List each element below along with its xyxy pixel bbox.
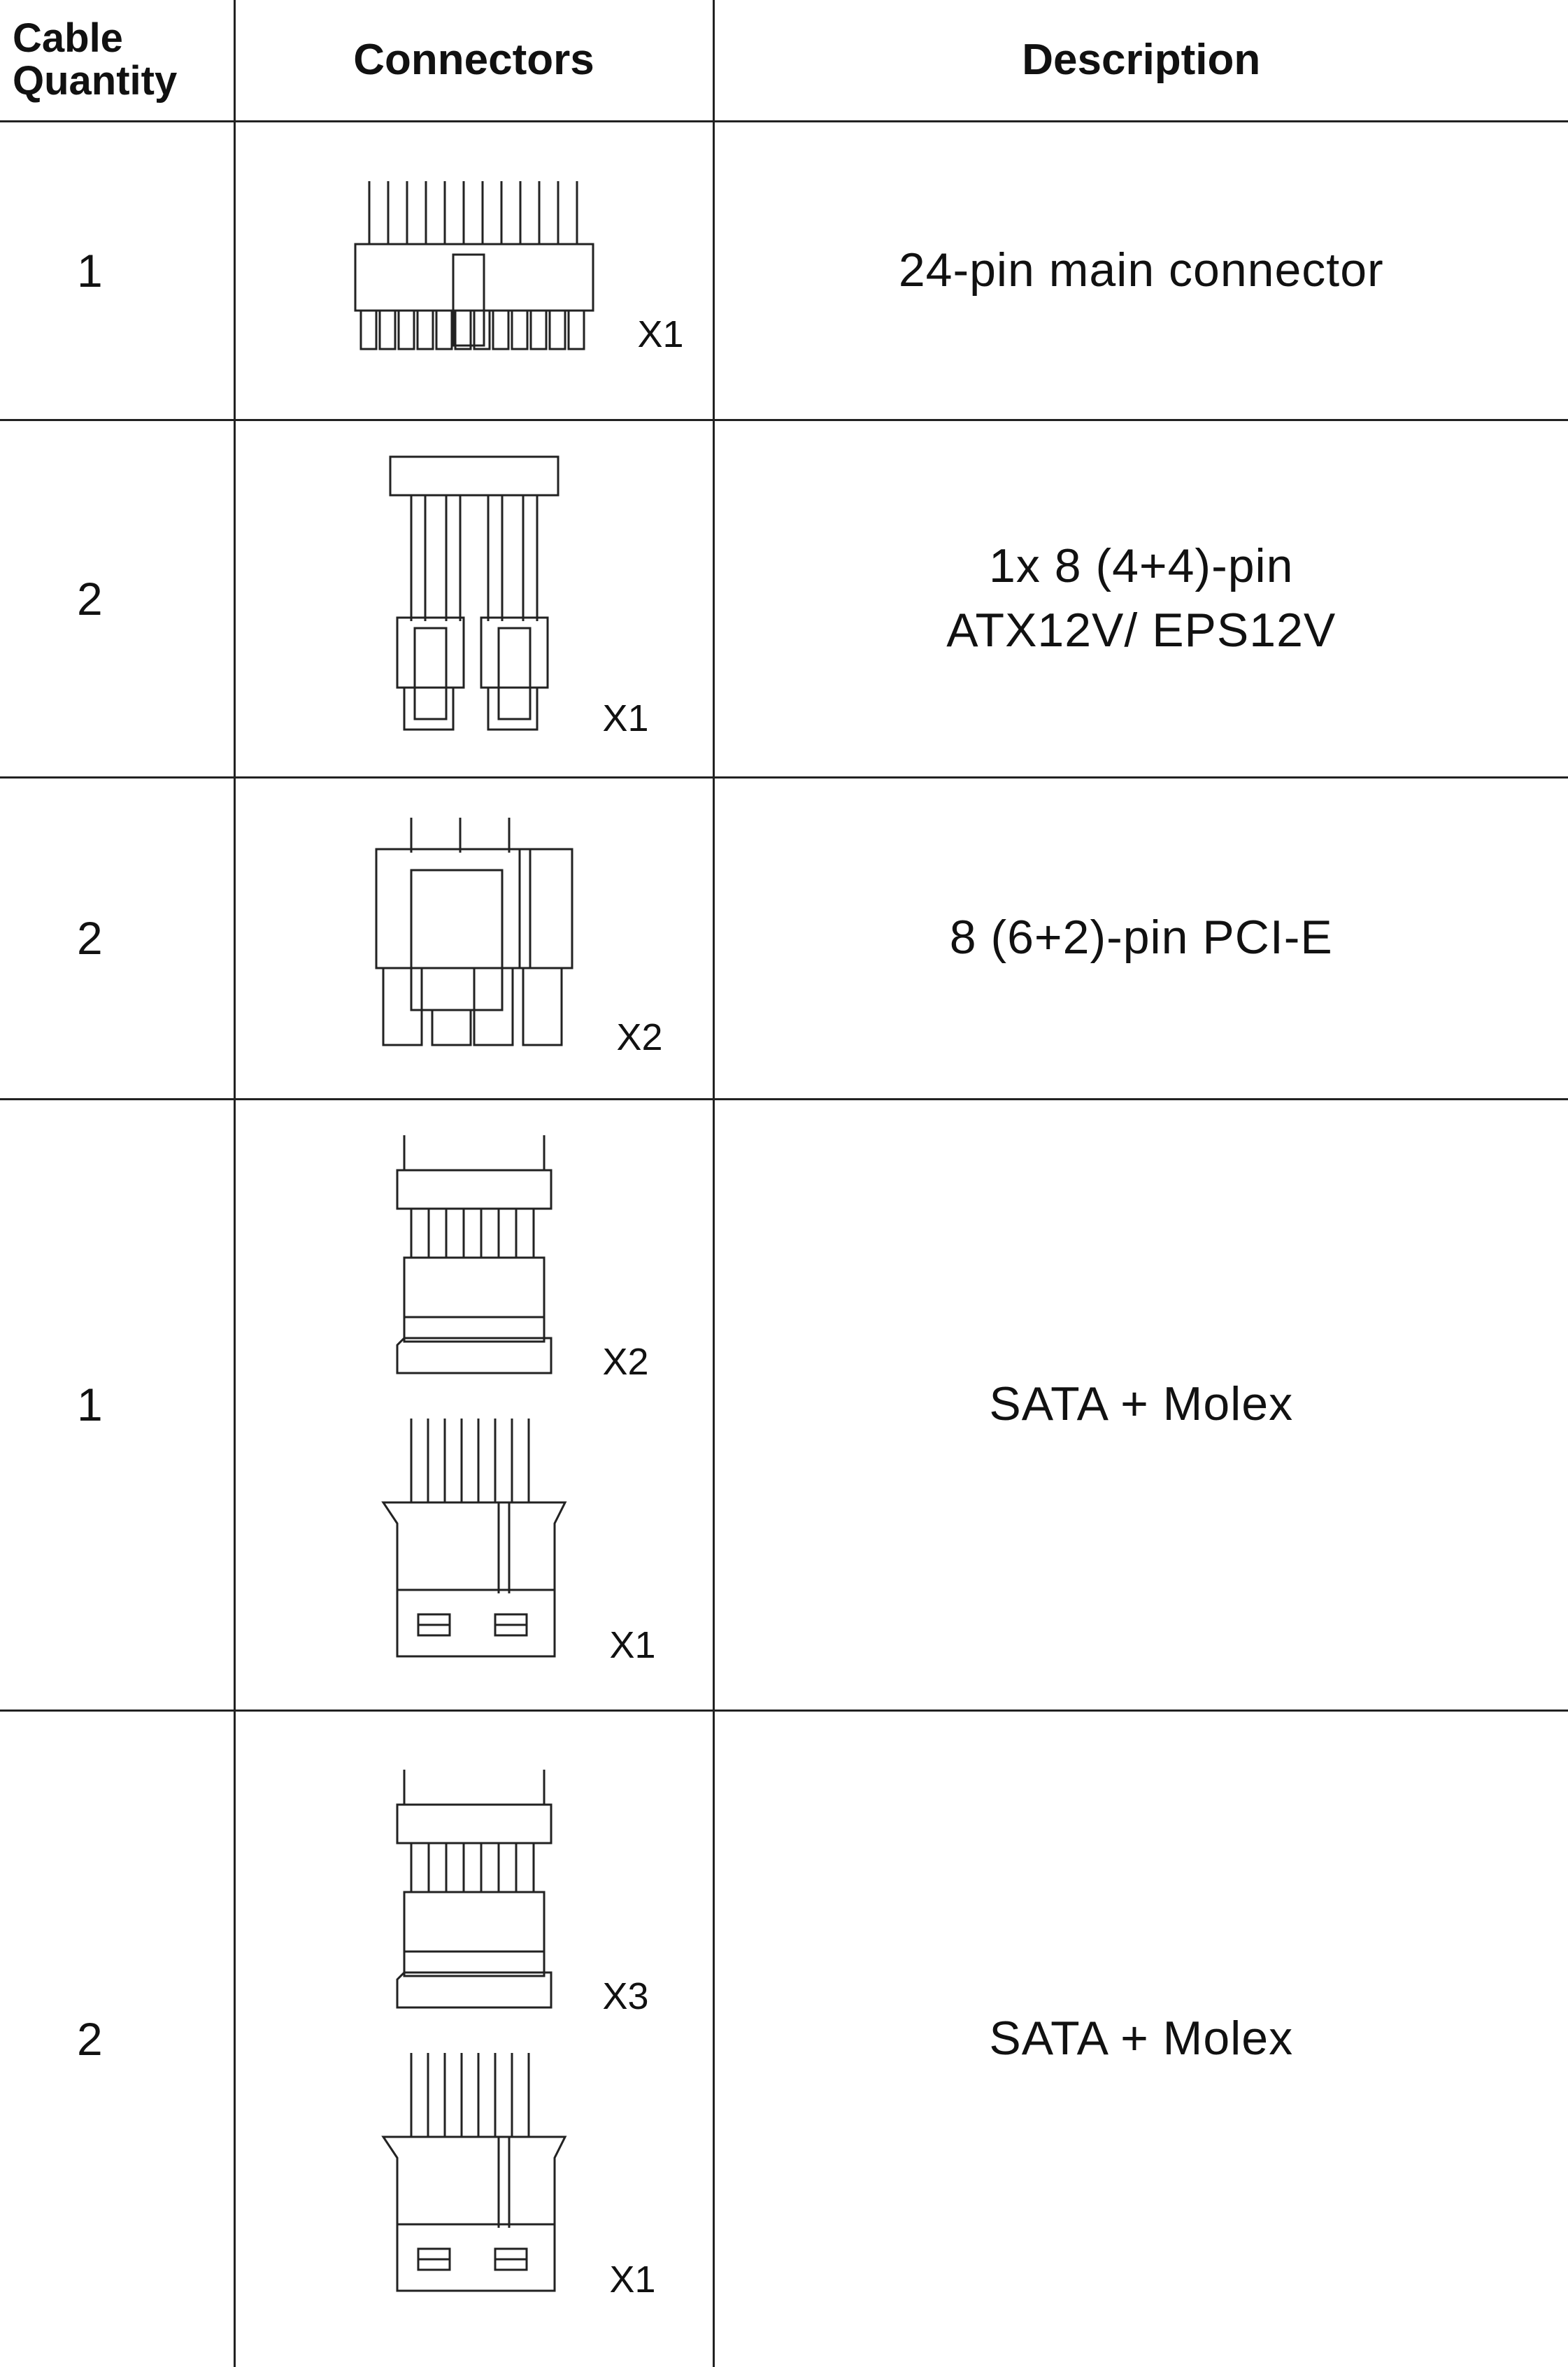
quantity-cell: 2 <box>0 776 236 1100</box>
molex-connector-icon <box>380 1419 566 1658</box>
pcie-8pin-connector-icon <box>375 817 573 1046</box>
table-row: 2 X3 X1 SATA + Molex <box>0 1709 1568 2367</box>
description-cell: 8 (6+2)-pin PCI-E <box>712 776 1568 1100</box>
sata-connector-icon <box>396 1135 552 1374</box>
multiplier: X2 <box>616 1016 663 1058</box>
quantity-cell: 1 <box>0 120 236 421</box>
header-row: Cable Quantity Connectors Description <box>0 0 1568 122</box>
header-connectors: Connectors <box>233 0 715 122</box>
table-row: 2 X2 8 (6+2)-pin PCI-E <box>0 776 1568 1100</box>
multiplier: X1 <box>609 2259 656 2301</box>
connector-cell: X3 X1 <box>233 1709 715 2367</box>
table-row: 1 X2 X1 SATA + Molex <box>0 1097 1568 1712</box>
24-pin-connector-icon <box>354 181 594 350</box>
quantity-cell: 1 <box>0 1097 236 1712</box>
multiplier: X1 <box>637 313 684 355</box>
molex-connector-icon <box>380 2053 566 2292</box>
description-cell: 1x 8 (4+4)-pin ATX12V/ EPS12V <box>712 418 1568 779</box>
table-row: 1 X1 24-pin main connector <box>0 120 1568 421</box>
sata-connector-icon <box>396 1770 552 2009</box>
connector-cell: X2 <box>233 776 715 1100</box>
description-cell: SATA + Molex <box>712 1097 1568 1712</box>
eps-8pin-connector-icon <box>389 455 559 731</box>
connector-cell: X1 <box>233 120 715 421</box>
multiplier: X3 <box>602 1975 649 2018</box>
multiplier: X1 <box>609 1624 656 1666</box>
quantity-cell: 2 <box>0 1709 236 2367</box>
table-row: 2 X1 1x 8 (4+4)-pin ATX12V/ EPS12V <box>0 418 1568 779</box>
description-cell: SATA + Molex <box>712 1709 1568 2367</box>
multiplier: X1 <box>602 697 649 739</box>
description-cell: 24-pin main connector <box>712 120 1568 421</box>
header-description: Description <box>712 0 1568 122</box>
connector-cell: X1 <box>233 418 715 779</box>
quantity-cell: 2 <box>0 418 236 779</box>
connector-cell: X2 X1 <box>233 1097 715 1712</box>
multiplier: X2 <box>602 1341 649 1383</box>
header-quantity: Cable Quantity <box>0 0 236 122</box>
description-line: ATX12V/ EPS12V <box>946 603 1337 657</box>
description-line: 1x 8 (4+4)-pin <box>989 539 1294 592</box>
